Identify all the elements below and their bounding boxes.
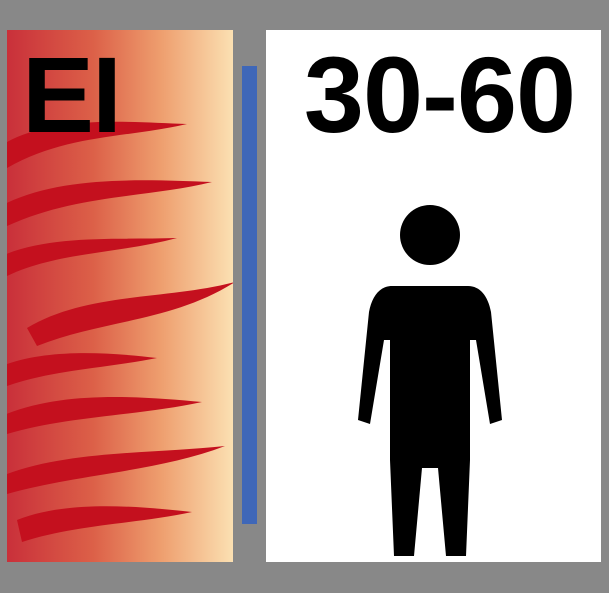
rating-class-label: EI xyxy=(22,34,122,155)
person-icon xyxy=(358,205,502,556)
fire-side-panel xyxy=(7,30,233,562)
glazing-pane xyxy=(242,66,257,524)
fire-flames-icon xyxy=(7,121,233,542)
rating-minutes-label: 30-60 xyxy=(303,34,576,155)
